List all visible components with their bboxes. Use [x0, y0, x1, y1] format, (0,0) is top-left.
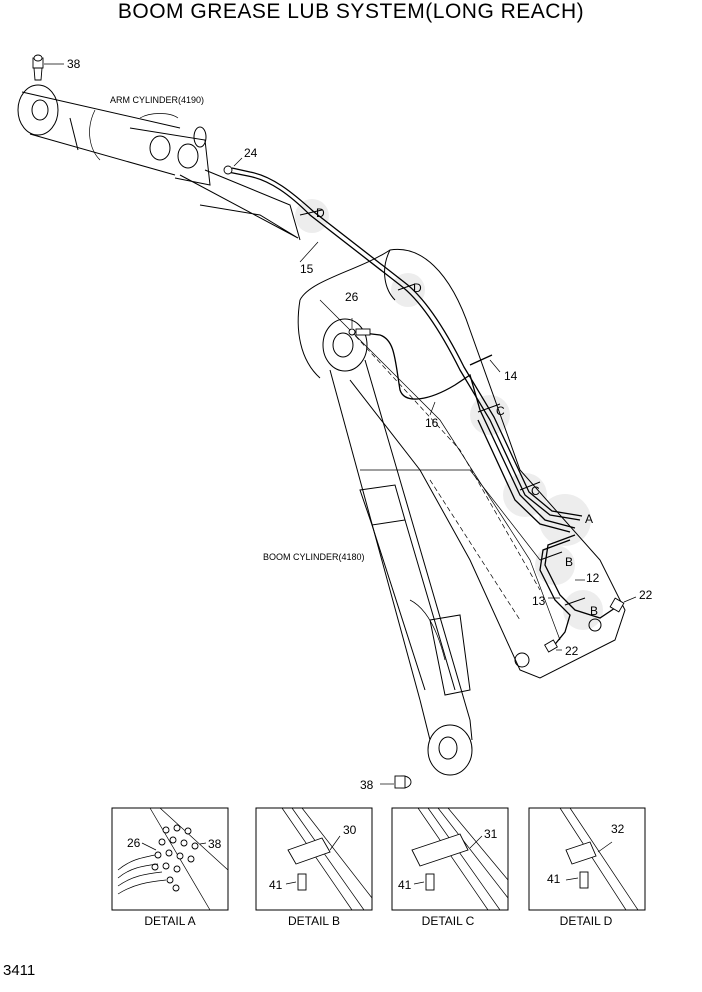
leader-lines — [44, 63, 637, 785]
marker-c-lower: C — [531, 484, 540, 498]
callout-38-bottom: 38 — [360, 778, 374, 792]
detail-b-part-30: 30 — [343, 823, 357, 837]
marker-b-upper: B — [565, 555, 573, 569]
callout-16: 16 — [425, 416, 439, 430]
marker-d-lower: D — [413, 281, 422, 295]
detail-a-part-26: 26 — [127, 836, 141, 850]
page-title: BOOM GREASE LUB SYSTEM(LONG REACH) — [117, 0, 585, 23]
detail-markers: D D C C A B B — [316, 206, 598, 618]
callout-15: 15 — [300, 262, 314, 276]
detail-d-part-41: 41 — [547, 872, 561, 886]
callout-12: 12 — [586, 571, 600, 585]
boom-drawing — [297, 248, 626, 679]
detail-c-part-41: 41 — [398, 878, 412, 892]
callout-22-bottom: 22 — [565, 644, 579, 658]
callout-13: 13 — [532, 594, 546, 608]
arm-cylinder-label: ARM CYLINDER(4190) — [110, 95, 204, 105]
detail-highlights — [295, 199, 603, 630]
detail-a-caption: DETAIL A — [144, 914, 195, 928]
page-number: 3411 — [3, 962, 36, 979]
fitting-24 — [223, 165, 233, 175]
boom-cylinder-label: BOOM CYLINDER(4180) — [263, 552, 365, 562]
detail-a-part-38: 38 — [208, 837, 222, 851]
detail-b: 30 41 DETAIL B — [255, 807, 373, 928]
callout-22-right: 22 — [639, 588, 653, 602]
detail-d-part-32: 32 — [611, 822, 625, 836]
grease-nipple-38-top — [32, 54, 44, 81]
fitting-22-right — [609, 597, 625, 613]
marker-c-upper: C — [496, 404, 505, 418]
callout-numbers: 38 24 15 26 16 14 12 13 22 22 38 — [67, 57, 653, 792]
detail-c-caption: DETAIL C — [422, 914, 475, 928]
fittings — [32, 54, 625, 789]
marker-a: A — [585, 512, 593, 526]
callout-14: 14 — [504, 369, 518, 383]
boom-cylinder-drawing — [329, 359, 473, 776]
callout-24: 24 — [244, 146, 258, 160]
detail-c: 31 41 DETAIL C — [391, 807, 509, 928]
fitting-22-bottom — [544, 639, 558, 653]
marker-d-upper: D — [316, 206, 325, 220]
callout-26: 26 — [345, 290, 359, 304]
marker-b-lower: B — [590, 604, 598, 618]
detail-d-caption: DETAIL D — [560, 914, 613, 928]
fitting-26 — [348, 328, 371, 336]
detail-a: 26 38 DETAIL A — [111, 807, 229, 928]
detail-b-part-41: 41 — [269, 878, 283, 892]
callout-38-top: 38 — [67, 57, 81, 71]
detail-c-part-31: 31 — [484, 827, 498, 841]
detail-b-caption: DETAIL B — [288, 914, 340, 928]
detail-d: 32 41 DETAIL D — [528, 807, 646, 928]
arm-cylinder-drawing — [17, 84, 301, 241]
grease-nipple-38-bottom — [394, 775, 412, 789]
grease-pipes — [227, 167, 616, 649]
